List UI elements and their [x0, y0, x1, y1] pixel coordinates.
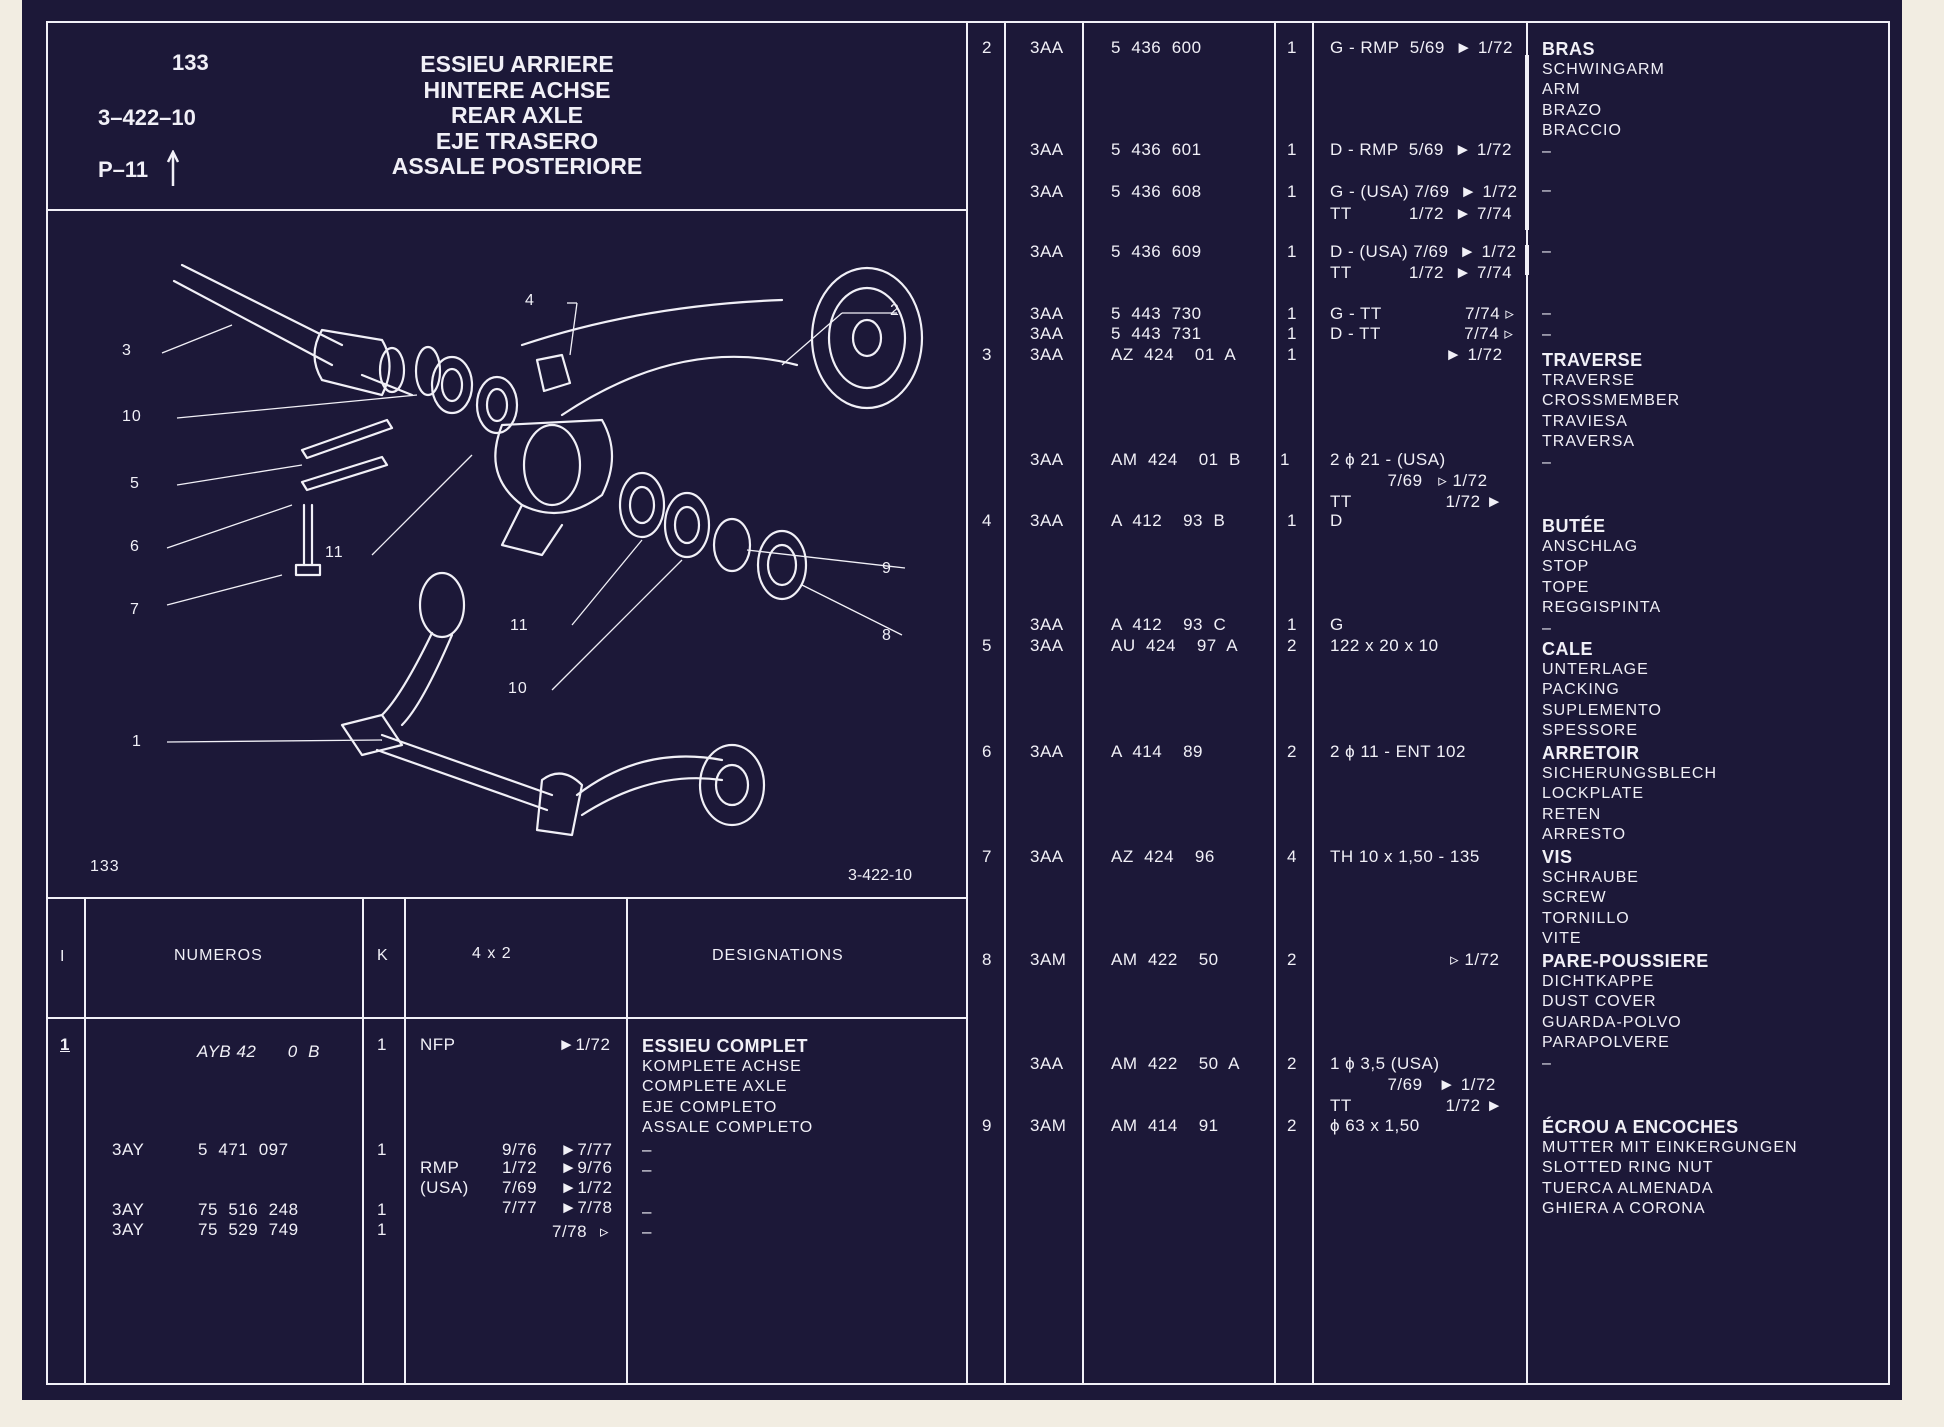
designation-dash: –: [1542, 243, 1552, 260]
designation-cale: CALE UNTERLAGE PACKING SUPLEMENTO SPESSO…: [1542, 639, 1662, 739]
callout-10: 10: [122, 408, 142, 425]
up-arrow-icon: [166, 150, 180, 186]
k-1: 1: [377, 1140, 387, 1159]
plate-label: P–11: [98, 157, 149, 182]
page-number: 133: [172, 50, 209, 75]
header-designations: DESIGNATIONS: [712, 947, 844, 964]
header-k: K: [377, 947, 389, 964]
number-1: 5 471 097: [198, 1140, 289, 1159]
diagram-page-label: 133: [90, 858, 120, 875]
config-date1-3: 7/69: [502, 1178, 538, 1197]
callout-9: 9: [882, 560, 892, 577]
header-numbers: NUMEROS: [174, 947, 263, 964]
config-date1-5: 7/78: [552, 1222, 588, 1241]
config-date2-4: ►7/78: [560, 1198, 613, 1217]
designation-dash: –: [1542, 182, 1552, 199]
designation-ecrou: ÉCROU A ENCOCHES MUTTER MIT EINKERGUNGEN…: [1542, 1117, 1798, 1217]
config-date2-0: ►1/72: [558, 1035, 611, 1054]
config-date2-5: ▹: [600, 1222, 610, 1241]
callout-6: 6: [130, 538, 140, 555]
dash-2: –: [642, 1160, 652, 1179]
designation-arretoir: ARRETOIR SICHERUNGSBLECH LOCKPLATE RETEN…: [1542, 743, 1718, 843]
callout-3: 3: [122, 342, 132, 359]
designation-pare-poussiere: PARE-POUSSIERE DICHTKAPPE DUST COVER GUA…: [1542, 951, 1709, 1072]
row-index: 1: [60, 1035, 70, 1054]
callout-5: 5: [130, 475, 140, 492]
k-0: 1: [377, 1035, 387, 1054]
k-2: 1: [377, 1200, 387, 1219]
designation-vis: VIS SCHRAUBE SCREW TORNILLO VITE: [1542, 847, 1639, 947]
config-date2-1: ►7/77: [560, 1140, 613, 1159]
config-date1-2: 1/72: [502, 1158, 538, 1177]
config-date2-2: ►9/76: [560, 1158, 613, 1177]
number-2: 75 516 248: [198, 1200, 299, 1219]
callout-11b: 11: [510, 617, 529, 634]
callout-10b: 10: [508, 680, 528, 697]
k-3: 1: [377, 1220, 387, 1239]
callout-4: 4: [525, 292, 535, 309]
header-index: I: [60, 948, 66, 965]
table-grid: [46, 21, 1890, 1385]
header-config: 4 x 2: [472, 945, 512, 962]
diagram-ref-label: 3-422-10: [848, 867, 913, 884]
config-date2-3: ►1/72: [560, 1178, 613, 1197]
config-date1-1: 9/76: [502, 1140, 538, 1159]
prefix-3: 3AY: [112, 1220, 145, 1239]
config-date1-4: 7/77: [502, 1198, 538, 1217]
number-0: AYB 42 0 B: [197, 1042, 320, 1061]
number-3: 75 529 749: [198, 1220, 299, 1239]
callout-1: 1: [132, 733, 142, 750]
config-label-2: RMP: [420, 1158, 460, 1177]
callout-8: 8: [882, 627, 892, 644]
config-label-3: (USA): [420, 1178, 469, 1197]
designation-essieu: ESSIEU COMPLET KOMPLETE ACHSE COMPLETE A…: [642, 1036, 814, 1136]
designation-bras: BRAS SCHWINGARM ARM BRAZO BRACCIO –: [1542, 39, 1665, 160]
designation-traverse: TRAVERSE TRAVERSE CROSSMEMBER TRAVIESA T…: [1542, 350, 1681, 471]
designation-dash: – –: [1542, 305, 1552, 343]
prefix-2: 3AY: [112, 1200, 145, 1219]
config-label-0: NFP: [420, 1035, 456, 1054]
reference-number: 3–422–10: [98, 105, 196, 130]
prefix-1: 3AY: [112, 1140, 145, 1159]
dash-4: –: [642, 1222, 652, 1241]
dash-1: –: [642, 1140, 652, 1159]
designation-butee: BUTÉE ANSCHLAG STOP TOPE REGGISPINTA –: [1542, 516, 1662, 637]
callout-2: 2: [890, 302, 900, 319]
exploded-axle-diagram: [161, 263, 924, 837]
callout-11: 11: [325, 544, 344, 561]
callout-7: 7: [130, 601, 140, 618]
dash-3: –: [642, 1202, 652, 1221]
